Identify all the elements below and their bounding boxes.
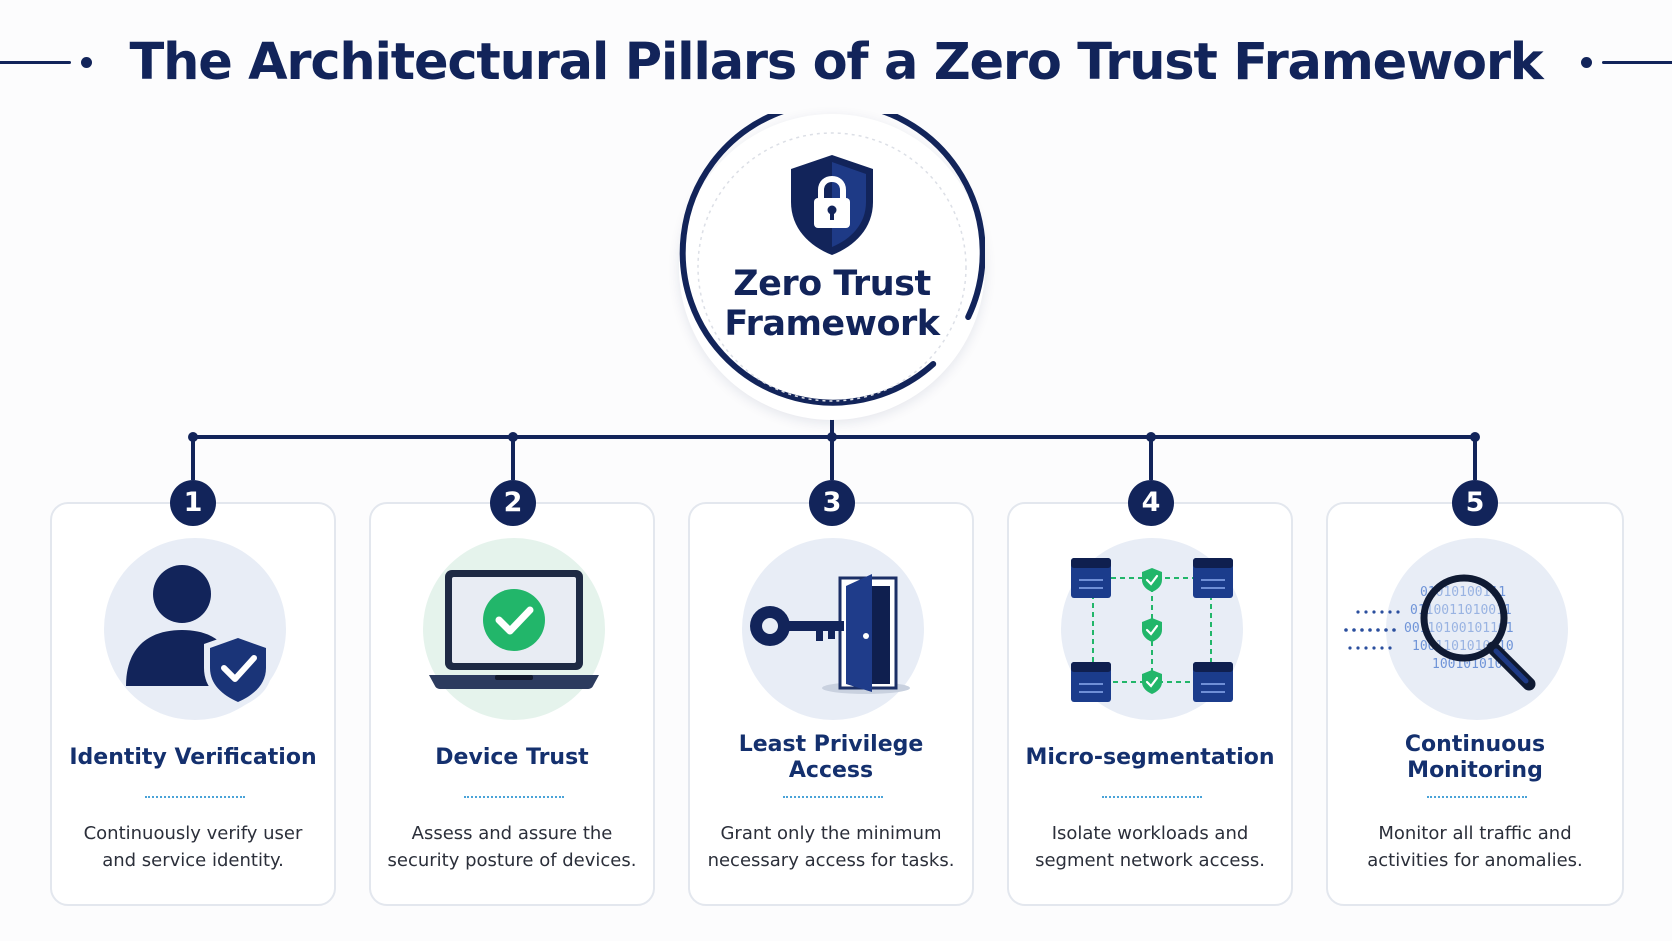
magnifier-data-icon: 01010100111 0110011010011 00110100101101… <box>1344 574 1536 691</box>
pillar-description: Assess and assure the security posture o… <box>387 823 637 871</box>
pillar-card-least-privilege-access: Least Privilege Access Grant only the mi… <box>688 502 974 906</box>
pillar-number-badge: 5 <box>1452 480 1498 526</box>
pillar-title: Device Trust <box>435 745 589 770</box>
pillar-icon-wrap <box>423 538 605 720</box>
pillar-title: Identity Verification <box>69 745 317 770</box>
pillar-divider <box>783 796 883 798</box>
pillar-card-device-trust: Device Trust Assess and assure the secur… <box>369 502 655 906</box>
pillar-title: Continuous Monitoring <box>1404 732 1546 783</box>
laptop-check-icon <box>429 570 599 689</box>
segmented-servers-icon <box>1071 558 1233 702</box>
key-door-icon <box>750 574 910 694</box>
binary-stream-text: 00110100101101 <box>1404 621 1514 636</box>
pillar-card-continuous-monitoring: 01010100111 0110011010011 00110100101101… <box>1326 502 1624 906</box>
pillar-number-badge: 2 <box>490 480 536 526</box>
pillar-title: Micro-segmentation <box>1025 745 1275 770</box>
shield-lock-icon <box>791 155 873 255</box>
pillar-description: Isolate workloads and segment network ac… <box>1035 823 1265 871</box>
zero-trust-hub: Zero Trust Framework <box>679 114 985 420</box>
pillar-divider <box>145 796 245 798</box>
pillar-card-identity-verification: Identity Verification Continuously verif… <box>50 502 336 906</box>
pillar-icon-wrap <box>1061 538 1243 720</box>
pillar-description: Grant only the minimum necessary access … <box>707 823 955 871</box>
pillar-number-badge: 4 <box>1128 480 1174 526</box>
pillar-title: Least Privilege Access <box>738 732 924 783</box>
pillar-divider <box>1427 796 1527 798</box>
pillar-divider <box>464 796 564 798</box>
pillar-icon-wrap <box>104 538 286 720</box>
pillar-divider <box>1102 796 1202 798</box>
pillar-description: Continuously verify user and service ide… <box>83 823 303 871</box>
pillar-description: Monitor all traffic and activities for a… <box>1367 823 1583 871</box>
hub-label: Zero Trust Framework <box>679 264 985 344</box>
hub-label-line2: Framework <box>724 304 940 344</box>
pillar-icon-wrap: 01010100111 0110011010011 00110100101101… <box>1344 538 1568 720</box>
binary-stream-text: 0110011010011 <box>1410 603 1512 618</box>
title-row: The Architectural Pillars of a Zero Trus… <box>0 22 1672 102</box>
pillar-number-badge: 1 <box>170 480 216 526</box>
title-decoration-right <box>1571 56 1672 68</box>
hub-ring <box>679 114 985 406</box>
user-shield-icon <box>126 565 272 708</box>
pillar-card-micro-segmentation: Micro-segmentation Isolate workloads and… <box>1007 502 1293 906</box>
hub-label-line1: Zero Trust <box>733 264 931 304</box>
title-decoration-left <box>0 56 102 68</box>
pillar-icon-wrap <box>742 538 924 720</box>
pillar-number-badge: 3 <box>809 480 855 526</box>
binary-stream-text: 1001010101 <box>1432 657 1510 672</box>
page-title: The Architectural Pillars of a Zero Trus… <box>129 32 1544 92</box>
